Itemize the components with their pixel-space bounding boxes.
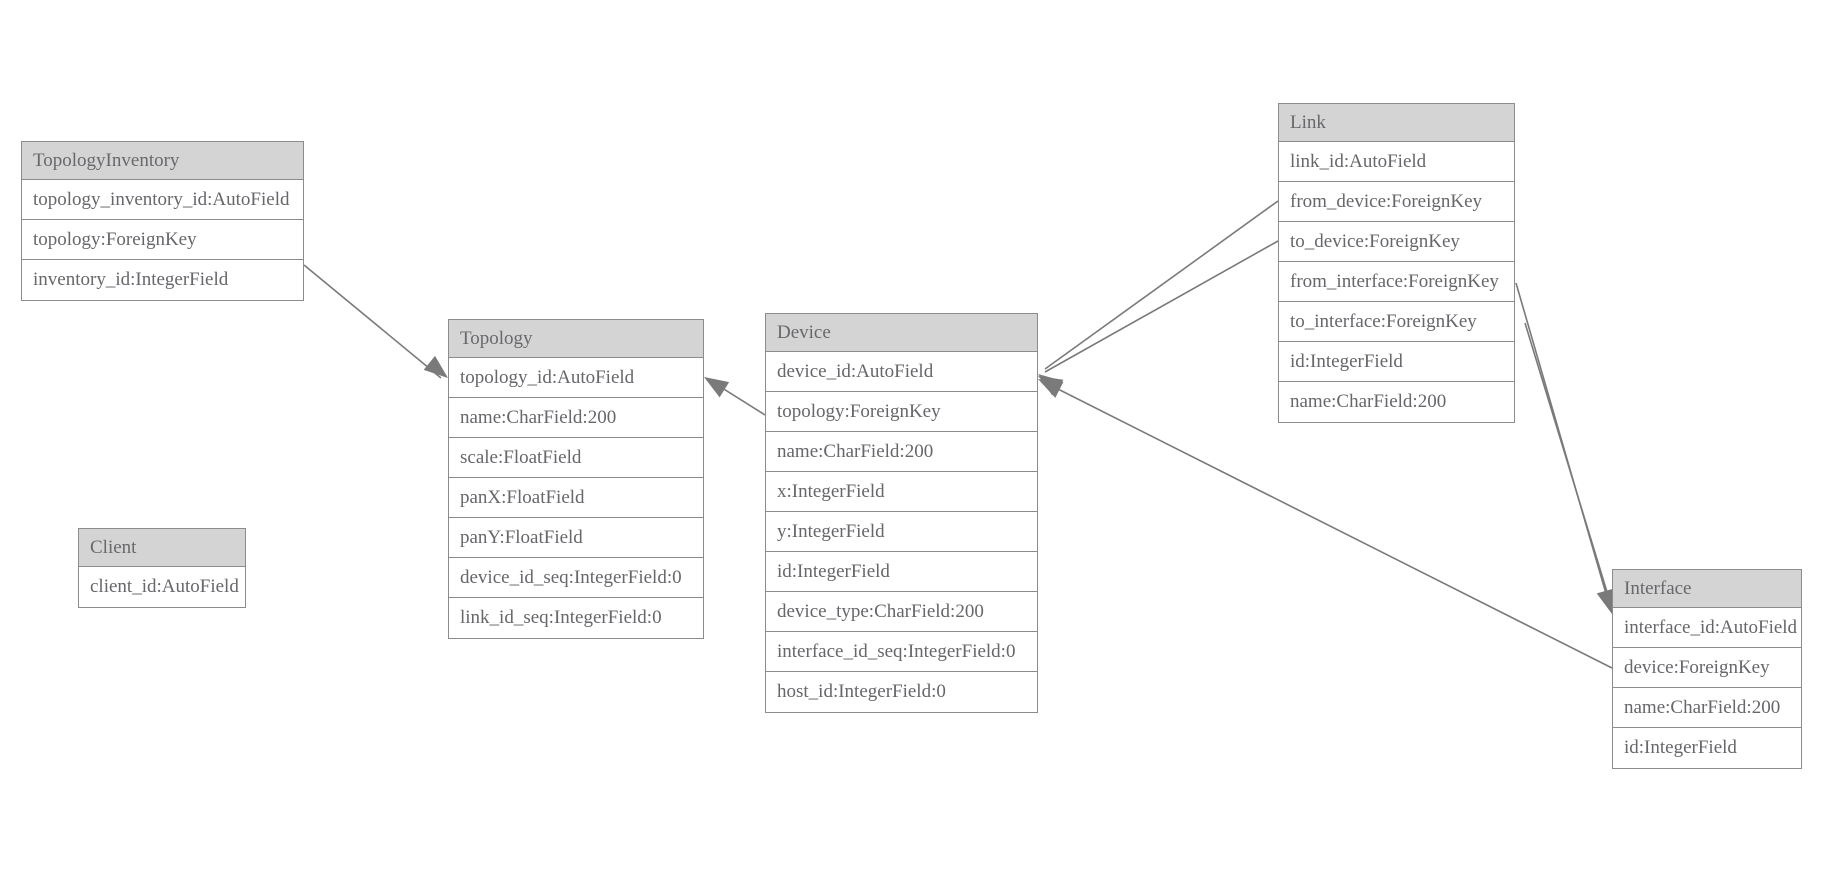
entity-field-row: topology_inventory_id:AutoField (22, 180, 303, 220)
relationship-line (1044, 240, 1279, 373)
entity-field-row: host_id:IntegerField:0 (766, 672, 1037, 712)
entity-field-row: from_device:ForeignKey (1279, 182, 1514, 222)
entity-title-topology_inventory: TopologyInventory (22, 142, 303, 180)
entity-title-interface: Interface (1613, 570, 1801, 608)
rel-link-to-interface (1524, 322, 1616, 615)
rel-link-to-device (1038, 240, 1279, 396)
relationship-line (303, 264, 442, 379)
entity-field-row: to_device:ForeignKey (1279, 222, 1514, 262)
entity-field-row: id:IntegerField (1279, 342, 1514, 382)
entity-field-row: device:ForeignKey (1613, 648, 1801, 688)
entity-field-row: inventory_id:IntegerField (22, 260, 303, 300)
relationship-line (1524, 322, 1612, 606)
entity-field-row: link_id_seq:IntegerField:0 (449, 598, 703, 638)
relationship-line (1044, 200, 1279, 370)
entity-field-row: from_interface:ForeignKey (1279, 262, 1514, 302)
entity-field-row: scale:FloatField (449, 438, 703, 478)
entity-field-row: client_id:AutoField (79, 567, 245, 607)
entity-field-row: interface_id_seq:IntegerField:0 (766, 632, 1037, 672)
entity-field-row: name:CharField:200 (1279, 382, 1514, 422)
entity-title-topology: Topology (449, 320, 703, 358)
relationship-line (710, 380, 766, 416)
rel-topologyinventory-topology (303, 264, 448, 379)
entity-field-row: topology_id:AutoField (449, 358, 703, 398)
entity-field-row: device_id_seq:IntegerField:0 (449, 558, 703, 598)
entity-field-row: to_interface:ForeignKey (1279, 302, 1514, 342)
entity-title-device: Device (766, 314, 1037, 352)
rel-device-topology (704, 377, 766, 416)
entity-field-row: name:CharField:200 (1613, 688, 1801, 728)
entity-title-client: Client (79, 529, 245, 567)
rel-link-from-device (1038, 200, 1279, 396)
entity-field-row: interface_id:AutoField (1613, 608, 1801, 648)
entity-field-row: topology:ForeignKey (22, 220, 303, 260)
entity-field-row: x:IntegerField (766, 472, 1037, 512)
entity-field-row: name:CharField:200 (766, 432, 1037, 472)
entity-field-row: y:IntegerField (766, 512, 1037, 552)
entity-field-row: id:IntegerField (1613, 728, 1801, 768)
relationship-arrowhead-icon (1038, 379, 1064, 398)
entity-field-row: panX:FloatField (449, 478, 703, 518)
entity-field-row: panY:FloatField (449, 518, 703, 558)
entity-field-row: topology:ForeignKey (766, 392, 1037, 432)
rel-link-from-interface (1515, 282, 1615, 614)
relationship-line (1045, 382, 1613, 669)
entity-title-link: Link (1279, 104, 1514, 142)
entity-field-row: name:CharField:200 (449, 398, 703, 438)
relationship-line (1515, 282, 1610, 605)
entity-field-row: device_type:CharField:200 (766, 592, 1037, 632)
entity-field-row: device_id:AutoField (766, 352, 1037, 392)
entity-field-row: id:IntegerField (766, 552, 1037, 592)
entity-field-row: link_id:AutoField (1279, 142, 1514, 182)
relationship-arrowhead-icon (1038, 376, 1064, 396)
